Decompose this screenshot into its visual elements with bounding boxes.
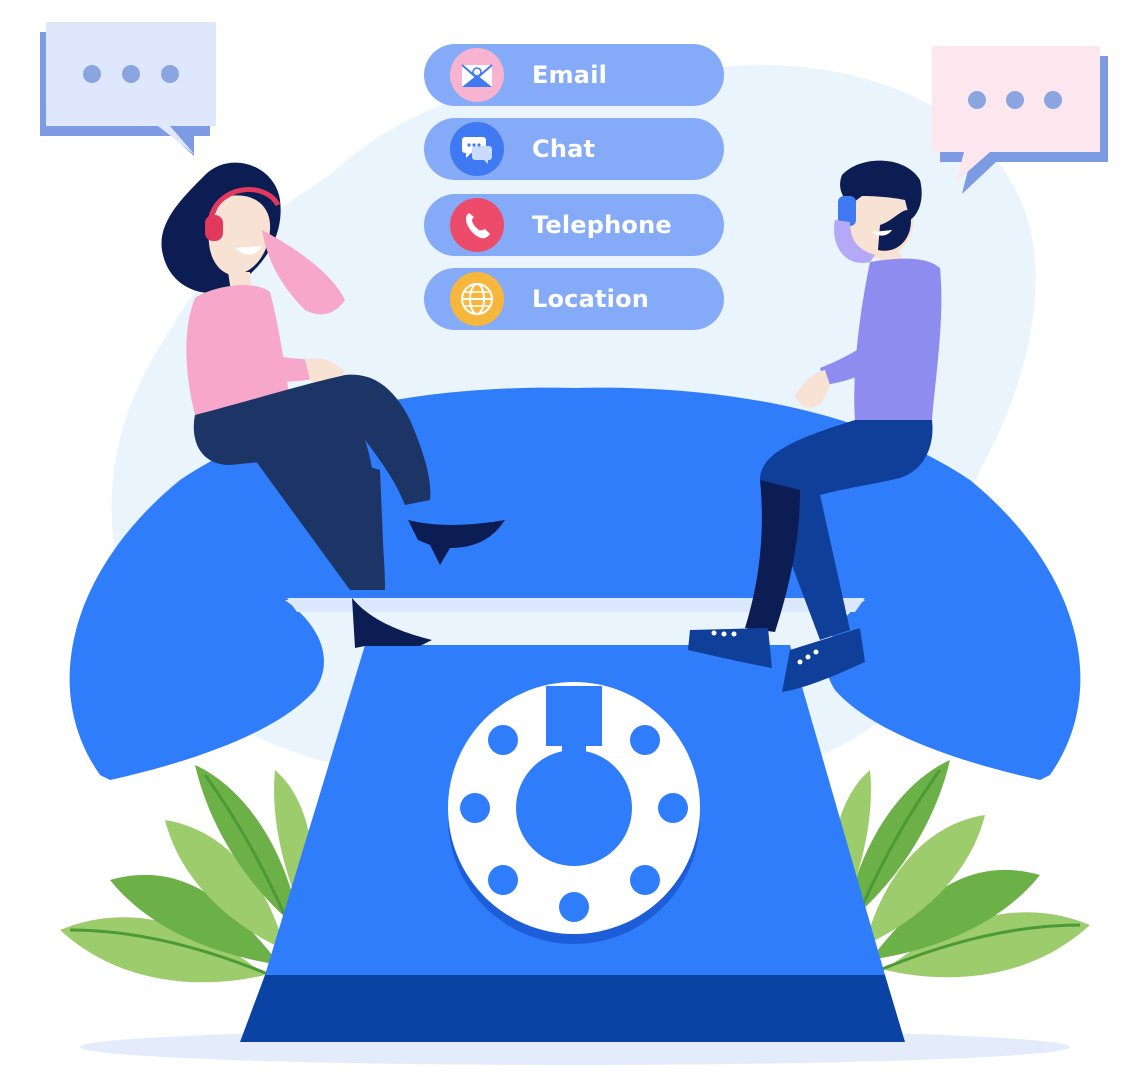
contact-item-email[interactable]: Email: [424, 44, 724, 106]
contact-item-label: Chat: [532, 135, 596, 163]
rotary-dial: [448, 682, 700, 944]
globe-icon: [450, 272, 504, 326]
man-on-phone: [688, 160, 942, 692]
chat-icon: [450, 122, 504, 176]
email-icon: [450, 48, 504, 102]
contact-item-label: Email: [532, 61, 608, 89]
contact-item-chat[interactable]: Chat: [424, 118, 724, 180]
contact-item-label: Location: [532, 285, 650, 313]
handset-highlight: [287, 598, 865, 612]
speech-bubble-right: [932, 46, 1108, 194]
contact-item-location[interactable]: Location: [424, 268, 724, 330]
woman-with-headset: [161, 162, 505, 648]
contact-item-telephone[interactable]: Telephone: [424, 194, 724, 256]
plant-right: [831, 760, 1090, 978]
contact-item-label: Telephone: [532, 211, 672, 239]
speech-bubble-left: [40, 22, 216, 156]
phone-base: [240, 975, 905, 1042]
phone-icon: [450, 198, 504, 252]
